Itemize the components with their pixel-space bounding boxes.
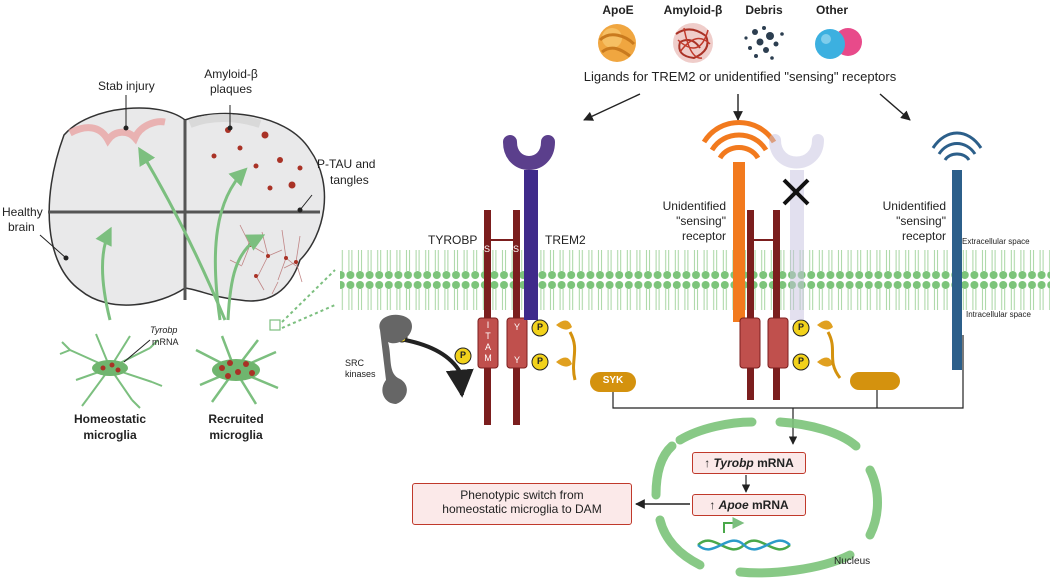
extracellular-label: Extracellular space <box>962 237 1030 246</box>
unidentified-receptor-blue <box>931 131 983 370</box>
itam-y-top: Y <box>513 322 520 332</box>
unid-label-b-line1: Unidentified <box>882 199 946 213</box>
ligand-arrows <box>583 93 911 121</box>
src-kinase <box>379 314 474 404</box>
amyloid-ligand-icon <box>673 23 713 63</box>
other-ligand-icon <box>815 28 862 59</box>
tyrobp-mrna-box: ↑ Tyrobp mRNA <box>692 452 806 474</box>
apoe-label: ApoE <box>602 3 634 17</box>
homeostatic-microglia-cell <box>59 333 163 409</box>
p-label-1: P <box>536 322 543 332</box>
src-label-line2: kinases <box>345 369 376 379</box>
unid-label-a-line2: "sensing" <box>676 214 726 228</box>
syk-label: SYK <box>602 375 624 386</box>
ptau-label-line1: P-TAU and <box>317 157 376 171</box>
apoe-mrna-box: ↑ Apoe mRNA <box>692 494 806 516</box>
itam-y-bottom: Y <box>513 355 520 365</box>
unid-label-a-line1: Unidentified <box>662 199 726 213</box>
homeostatic-microglia-soma <box>92 360 128 376</box>
tyrobp-up-arrow: ↑ <box>704 456 711 470</box>
syk-kinase <box>556 320 636 392</box>
homeostatic-label-line2: microglia <box>83 428 137 442</box>
apoe-up-arrow: ↑ <box>709 498 716 512</box>
microglia-migration-arrows <box>95 146 266 321</box>
plaques-label-line2: plaques <box>209 82 253 96</box>
ptau-label-line2: tangles <box>330 173 369 187</box>
phenotype-line1: Phenotypic switch from <box>460 488 584 502</box>
p-label-2: P <box>536 356 543 366</box>
phenotype-line2: homeostatic microglia to DAM <box>442 502 602 516</box>
amyloid-label: Amyloid-β <box>663 3 723 17</box>
tyrobp-label: TYROBP <box>428 233 478 247</box>
blocked-x-icon <box>782 178 810 206</box>
healthy-label-line2: brain <box>8 220 35 234</box>
apoe-suffix-label: mRNA <box>748 498 789 512</box>
p-label-4: P <box>797 322 804 332</box>
tyrobp-mrna-label: mRNA <box>152 337 179 347</box>
recruited-label-line1: Recruited <box>208 412 264 426</box>
p-label-3: P <box>459 350 466 360</box>
tyrobp-suffix-label: mRNA <box>753 456 794 470</box>
itam-letter-a: A <box>484 342 491 352</box>
src-label-line1: SRC <box>345 358 365 368</box>
tyrobp-mrna-label-italic: Tyrobp <box>150 325 178 335</box>
itam-letter-t: T <box>485 331 491 341</box>
apoe-ligand-icon <box>598 24 636 62</box>
p-label-5: P <box>797 356 804 366</box>
itam-letter-m: M <box>484 353 492 363</box>
brain-illustration <box>39 95 336 331</box>
ligand-caption: Ligands for TREM2 or unidentified "sensi… <box>583 69 897 84</box>
recruited-label-line2: microglia <box>209 428 263 442</box>
homeostatic-label-line1: Homeostatic <box>73 412 147 426</box>
itam-letter-i: I <box>486 320 490 330</box>
intracellular-label: Intracellular space <box>966 310 1031 319</box>
second-tyrobp-receptor <box>739 210 900 400</box>
recruited-microglia-cell <box>195 335 279 405</box>
debris-ligand-icon <box>744 26 784 60</box>
stab-injury-label: Stab injury <box>98 79 155 93</box>
nucleus-envelope <box>651 417 882 578</box>
phenotype-box: Phenotypic switch from homeostatic micro… <box>412 483 632 525</box>
plaques-label-line1: Amyloid-β <box>204 67 258 81</box>
disulfide-s-left: S <box>484 244 491 254</box>
disulfide-s-right: S <box>513 244 520 254</box>
other-label: Other <box>815 3 848 17</box>
trem2-label: TREM2 <box>545 233 586 247</box>
faded-trem2-receptor <box>769 134 824 320</box>
tyrobp-receptor <box>477 210 528 425</box>
debris-label: Debris <box>745 3 783 17</box>
unid-label-b-line3: receptor <box>901 229 946 243</box>
tyrobp-gene-label: Tyrobp <box>713 456 754 470</box>
trem2-receptor <box>503 135 555 320</box>
nucleus-label: Nucleus <box>834 556 871 567</box>
unid-label-a-line3: receptor <box>681 229 726 243</box>
apoe-gene-label: Apoe <box>718 498 749 512</box>
unid-label-b-line2: "sensing" <box>896 214 946 228</box>
healthy-label-line1: Healthy <box>2 205 43 219</box>
cell-membrane <box>340 246 1050 316</box>
unidentified-receptor-orange <box>701 120 777 322</box>
dna-helix <box>697 517 791 551</box>
